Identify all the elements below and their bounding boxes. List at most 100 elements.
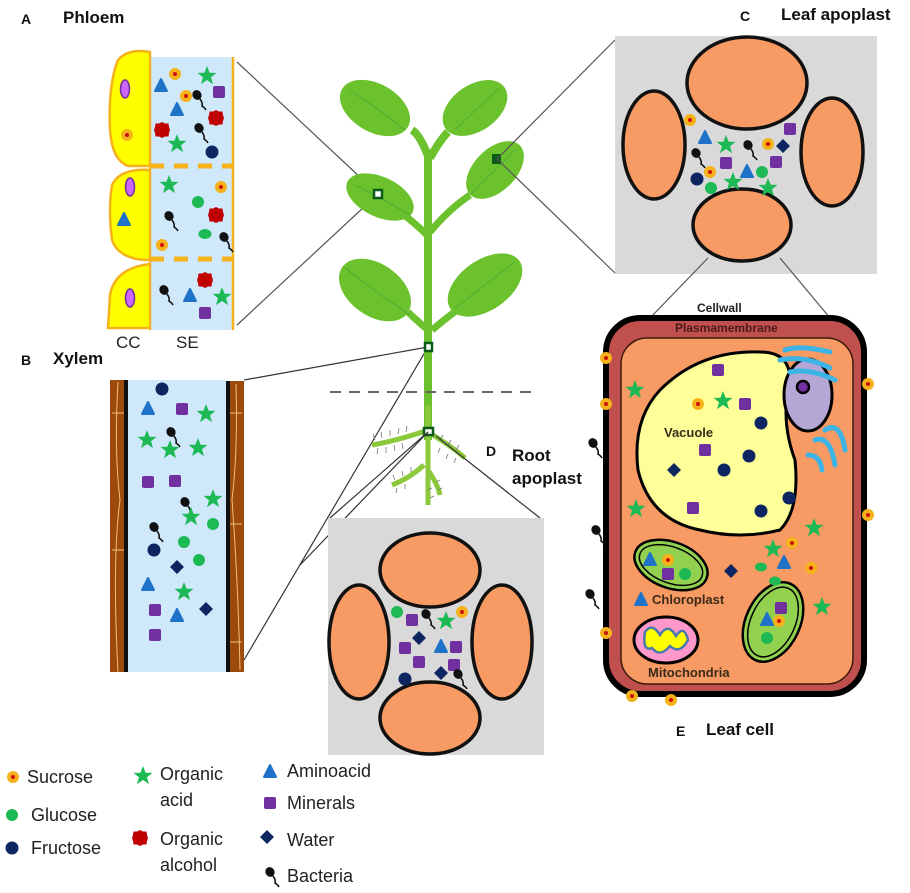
aminoacid-icon — [263, 764, 277, 778]
legend-label-aminoacid: Aminoacid — [287, 761, 372, 781]
sucrose-icon — [156, 239, 168, 251]
sieve-element — [150, 57, 233, 330]
minerals-icon — [775, 602, 787, 614]
minerals-icon — [149, 629, 161, 641]
minerals-icon — [450, 641, 462, 653]
sucrose-icon — [626, 690, 638, 702]
xylem-wall — [227, 381, 244, 672]
minerals-icon — [413, 656, 425, 668]
minerals-icon — [662, 568, 674, 580]
bacteria-icon — [262, 864, 280, 888]
sample-marker — [372, 188, 384, 200]
mitochondria-label: Mitochondria — [648, 665, 730, 680]
minerals-icon — [699, 444, 711, 456]
organic-alcohol-icon — [197, 272, 213, 288]
plant-illustration — [330, 79, 535, 505]
fructose-icon — [754, 504, 768, 518]
glucose-icon — [755, 562, 767, 572]
root-apoplast-title-line2: apoplast — [512, 469, 582, 488]
minerals-icon — [784, 123, 796, 135]
organic-acid-icon — [133, 766, 153, 785]
sucrose-icon — [786, 537, 798, 549]
minerals-icon — [770, 156, 782, 168]
legend-label-organic-acid-1: Organic — [160, 764, 224, 784]
glucose-icon — [679, 568, 691, 580]
bacteria-icon — [588, 522, 606, 546]
fructose-icon — [155, 382, 169, 396]
minerals-icon — [399, 642, 411, 654]
root-apoplast-panel — [299, 431, 544, 756]
minerals-icon — [712, 364, 724, 376]
plant-cell — [378, 680, 482, 756]
plant-cell — [327, 583, 391, 701]
legend-label-organic-alcohol-2: alcohol — [160, 855, 218, 875]
plant-cell — [470, 583, 534, 701]
glucose-icon — [769, 576, 781, 586]
sample-marker — [492, 154, 501, 164]
glucose-icon — [6, 809, 18, 821]
legend-label-bacteria: Bacteria — [287, 866, 354, 886]
panel-letter-a: A — [21, 11, 32, 27]
plant-cell — [378, 531, 482, 609]
leaf-apoplast-panel — [496, 35, 877, 319]
nucleus-icon — [124, 177, 136, 197]
chloroplast — [741, 581, 805, 663]
fructose-icon — [147, 543, 161, 557]
minerals-icon — [149, 604, 161, 616]
water-icon — [260, 830, 274, 844]
xylem-panel — [110, 346, 429, 673]
panel-letter-e: E — [676, 723, 686, 739]
organic-alcohol-icon — [208, 110, 224, 126]
companion-cell — [108, 49, 152, 168]
sucrose-icon — [762, 138, 774, 150]
fructose-icon — [5, 841, 19, 855]
minerals-icon — [720, 157, 732, 169]
sucrose-icon — [600, 398, 612, 410]
cellwall-label: Cellwall — [697, 301, 742, 315]
sucrose-icon — [600, 352, 612, 364]
sucrose-icon — [456, 606, 468, 618]
legend-label-minerals: Minerals — [287, 793, 356, 813]
phloem-title: Phloem — [63, 8, 125, 27]
sieve-element-label: SE — [176, 333, 199, 352]
minerals-icon — [176, 403, 188, 415]
root-apoplast-title-line1: Root — [512, 446, 551, 465]
panel-letter-d: D — [486, 443, 497, 459]
leaf-cell-panel — [582, 315, 874, 706]
vacuole — [635, 350, 798, 537]
vacuole-label: Vacuole — [664, 425, 714, 440]
glucose-icon — [756, 166, 768, 178]
leaf — [442, 80, 508, 136]
leaf — [339, 79, 411, 137]
xylem-wall — [110, 380, 127, 672]
leaf — [338, 258, 412, 322]
legend-label-organic-acid-2: acid — [160, 790, 194, 810]
plant-cell — [799, 96, 865, 208]
minerals-icon — [687, 502, 699, 514]
minerals-icon — [169, 475, 181, 487]
sample-marker — [423, 341, 434, 353]
companion-cell-label: CC — [116, 333, 141, 352]
glucose-icon — [198, 229, 212, 239]
plant-cell — [621, 89, 687, 201]
fructose-icon — [782, 491, 796, 505]
sucrose-icon — [600, 627, 612, 639]
chloroplast-label: Chloroplast — [652, 592, 725, 607]
organic-alcohol-icon — [208, 207, 224, 223]
sucrose-icon — [704, 166, 716, 178]
sucrose-icon — [169, 68, 181, 80]
endoplasmic-reticulum — [777, 345, 848, 473]
bacteria-icon — [582, 586, 600, 610]
sucrose-icon — [684, 114, 696, 126]
organic-alcohol-icon — [154, 122, 170, 138]
minerals-icon — [406, 614, 418, 626]
leaf-cell-title: Leaf cell — [706, 720, 775, 739]
panel-letter-b: B — [21, 352, 32, 368]
legend-label-organic-alcohol-1: Organic — [160, 829, 224, 849]
plant-cell — [691, 187, 793, 263]
minerals-icon — [739, 398, 751, 410]
glucose-icon — [391, 606, 403, 618]
legend-label-glucose: Glucose — [31, 805, 98, 825]
glucose-icon — [178, 536, 190, 548]
sucrose-icon — [121, 129, 133, 141]
